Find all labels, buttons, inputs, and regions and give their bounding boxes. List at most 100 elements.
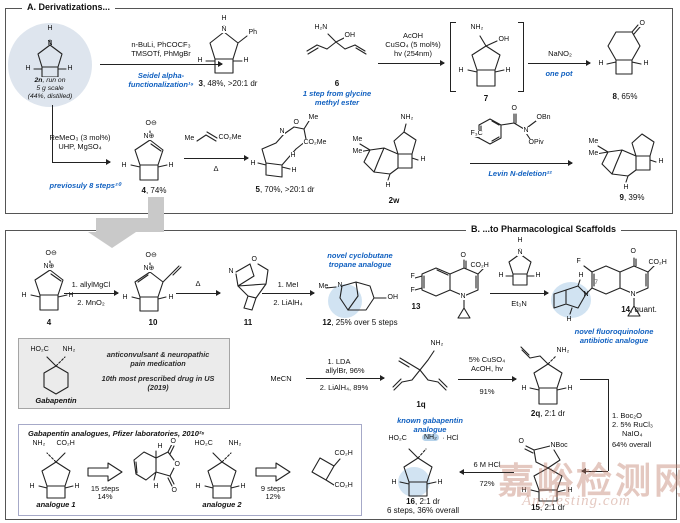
annotation-tropane-line1: novel cyclobutane bbox=[327, 251, 393, 260]
structure-4b: O⊖ N⊕ H H bbox=[20, 250, 78, 314]
reaction-arrow-3 bbox=[528, 60, 591, 67]
caption-16-text: , 2:1 dr bbox=[415, 497, 440, 506]
caption-3-text: , 48%, >20:1 dr bbox=[202, 79, 258, 88]
atom-H: H bbox=[420, 156, 427, 163]
atom-H: H bbox=[517, 237, 524, 244]
atom-OBn: OBn bbox=[536, 114, 552, 121]
elbow-b7-vertical bbox=[608, 379, 609, 471]
atom-H: H bbox=[25, 65, 31, 72]
atom-H: H bbox=[437, 479, 443, 486]
atom-H: H bbox=[195, 483, 202, 490]
structure-12: Me N OH bbox=[318, 272, 404, 322]
atom-Me: Me bbox=[588, 150, 599, 157]
conditions-b8-line1: 6 M HCl bbox=[473, 460, 501, 469]
atom-N-plus: N⊕ bbox=[43, 263, 55, 270]
pfizer-box bbox=[18, 424, 362, 516]
conditions-b7-line3: NaIO₄ bbox=[622, 429, 643, 438]
structure-diacid: CO₂H CO₂H bbox=[300, 446, 356, 498]
annotation-levin: Levin N-deletion²² bbox=[488, 169, 552, 178]
atom-OH: OH bbox=[344, 32, 356, 39]
atom-N: N bbox=[337, 282, 343, 289]
structure-gabapentin: HO₂C NH₂ bbox=[30, 342, 82, 396]
atom-CO2H: CO₂H bbox=[648, 259, 668, 266]
reaction-arrow-b5 bbox=[306, 375, 385, 382]
compound-number-3: 3 bbox=[198, 79, 203, 88]
reaction-arrow-b4 bbox=[490, 290, 549, 297]
atom-N: N bbox=[228, 268, 235, 275]
atom-H: H bbox=[157, 443, 164, 450]
structure-9: Me Me H H bbox=[588, 122, 668, 192]
pfizer-box-title: Gabapentin analogues, Pfizer laboratorie… bbox=[28, 429, 205, 438]
atom-H: H bbox=[197, 57, 204, 64]
gabapentin-text-line4: (2019) bbox=[147, 383, 169, 392]
retro-2-steps: 9 steps bbox=[260, 484, 286, 493]
retro-1-yield: 14% bbox=[97, 492, 113, 501]
gabapentin-text-line2: pain medication bbox=[130, 359, 186, 368]
reaction-arrow-1 bbox=[100, 61, 223, 68]
panel-b-title: B. ...to Pharmacological Scaffolds bbox=[466, 224, 622, 234]
conditions-b6-line1: 5% CuSO₄ bbox=[468, 355, 506, 364]
caption-7: 7 bbox=[483, 94, 489, 103]
atom-CO2Me: CO₂Me bbox=[303, 139, 327, 146]
bracket-left bbox=[450, 22, 456, 92]
compound-number-12: 12 bbox=[322, 318, 332, 327]
structure-7: NH₂ OH H H bbox=[456, 24, 516, 90]
atom-H: H bbox=[67, 65, 73, 72]
conditions-b2-delta: Δ bbox=[195, 279, 201, 288]
panel-a-frame bbox=[5, 8, 673, 214]
structure-crotonate: Me CO₂Me bbox=[184, 126, 246, 150]
atom-N: N bbox=[630, 291, 637, 298]
caption-13: 13 bbox=[411, 302, 421, 311]
retro-arrow-1 bbox=[87, 462, 123, 482]
atom-H: H bbox=[291, 167, 298, 174]
compound-number-2q: 2q bbox=[530, 409, 541, 418]
annotation-8-steps: previosuly 8 steps²⁰ bbox=[49, 181, 121, 190]
caption-16: 16, 2:1 dr bbox=[386, 497, 460, 507]
atom-NH2: NH₂ bbox=[470, 24, 484, 31]
atom-O: O bbox=[460, 252, 467, 259]
structure-13: O CO₂H N F F bbox=[410, 252, 490, 328]
atom-H2N: H₂N bbox=[314, 24, 328, 31]
caption-11: 11 bbox=[243, 318, 253, 327]
reaction-arrow-5 bbox=[184, 155, 249, 162]
atom-H: H bbox=[658, 158, 665, 165]
reaction-arrow-6 bbox=[470, 160, 573, 167]
conditions-b7-line2: 2. 5% RuCl₃ bbox=[612, 420, 653, 429]
atom-O-minus: O⊖ bbox=[145, 252, 158, 259]
atom-HO2C: HO₂C bbox=[388, 435, 407, 442]
annotation-fluoroquinolone-line1: novel fluoroquinolone bbox=[574, 327, 654, 336]
conditions-1-line1: n-BuLi, PhCOCF₃ bbox=[131, 40, 191, 49]
atom-Me: Me bbox=[184, 135, 195, 142]
atom-O: O bbox=[293, 119, 300, 126]
atom-Me: Me bbox=[308, 114, 319, 121]
structure-6: H₂N OH bbox=[298, 22, 376, 76]
reaction-arrow-2 bbox=[378, 60, 445, 67]
annotation-seidel-line1: Seidel alpha- bbox=[137, 71, 185, 80]
atom-H: H bbox=[498, 272, 505, 279]
atom-N: N bbox=[279, 128, 286, 135]
atom-NH2: NH₂ bbox=[400, 114, 414, 121]
atom-CO2H: CO₂H bbox=[56, 440, 76, 447]
gabapentin-text-line3: 10th most prescribed drug in US bbox=[101, 374, 215, 383]
conditions-b7-line4: 64% overall bbox=[612, 440, 652, 449]
conditions-b3-line1: 1. MeI bbox=[277, 280, 299, 289]
atom-O: O bbox=[171, 487, 178, 494]
elbow-b7-horizontal bbox=[580, 379, 608, 380]
atom-H: H bbox=[566, 316, 572, 323]
atom-F: F bbox=[410, 273, 416, 280]
atom-HO2C: HO₂C bbox=[30, 346, 49, 353]
atom-O: O bbox=[170, 438, 177, 445]
caption-9-text: , 39% bbox=[623, 193, 645, 202]
atom-N: N bbox=[47, 40, 53, 47]
conditions-2-line1: AcOH bbox=[402, 31, 423, 40]
atom-Me: Me bbox=[352, 136, 363, 143]
conditions-4-line2: UHP, MgSO₄ bbox=[58, 142, 102, 151]
position-7-label: 7 bbox=[594, 280, 598, 286]
conditions-2-line2: CuSO₄ (5 mol%) bbox=[385, 40, 441, 49]
caption-gabapentin: Gabapentin bbox=[35, 396, 77, 405]
atom-CO2Me: CO₂Me bbox=[218, 134, 242, 141]
atom-N: N bbox=[221, 26, 228, 33]
atom-H: H bbox=[623, 184, 630, 191]
conditions-b3-line2: 2. LiAlH₄ bbox=[273, 298, 303, 307]
atom-H: H bbox=[391, 479, 397, 486]
